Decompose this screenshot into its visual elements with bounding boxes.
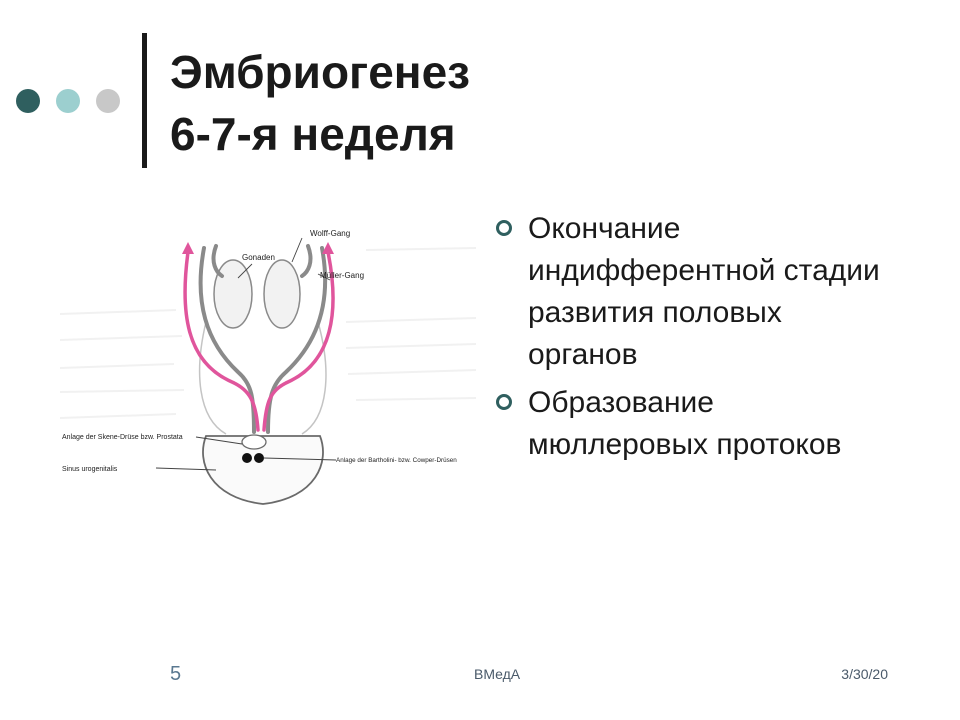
bullet-text: Окончание индифферентной стадии развития… — [528, 212, 880, 371]
decorative-dot-dark — [16, 89, 40, 113]
ring-bullet-icon — [496, 394, 512, 410]
bullet-text: Образование мюллеровых протоков — [528, 386, 842, 461]
label-bartholini-cowper: Anlage der Bartholini- bzw. Cowper-Drüse… — [336, 457, 457, 464]
bullet-item: Образование мюллеровых протоков — [494, 382, 894, 466]
embryology-diagram: Wolff-Gang Gonaden Müller-Gang Anlage de… — [56, 222, 480, 520]
title-divider — [142, 33, 147, 168]
footer-organization: ВМедА — [474, 666, 521, 682]
mueller-ducts — [183, 250, 335, 432]
label-mueller-gang: Müller-Gang — [320, 271, 364, 280]
bullet-list: Окончание индифферентной стадии развития… — [494, 208, 894, 472]
decorative-dot-mid — [56, 89, 80, 113]
label-wolff-gang: Wolff-Gang — [310, 229, 350, 238]
page-number: 5 — [170, 663, 182, 685]
title-line-1: Эмбриогенез — [170, 46, 471, 98]
label-sinus-urogenitalis: Sinus urogenitalis — [62, 466, 118, 473]
label-gonaden: Gonaden — [242, 253, 275, 262]
bullet-item: Окончание индифферентной стадии развития… — [494, 208, 894, 376]
ring-bullet-icon — [496, 220, 512, 236]
footer-date: 3/30/20 — [841, 666, 888, 682]
slide-title: Эмбриогенез 6-7-я неделя — [170, 41, 870, 165]
label-skene-prostata: Anlage der Skene-Drüse bzw. Prostata — [62, 434, 183, 441]
urogenital-sinus — [202, 435, 324, 505]
decorative-dot-light — [96, 89, 120, 113]
title-line-2: 6-7-я неделя — [170, 108, 456, 160]
right-gonad — [263, 259, 301, 329]
